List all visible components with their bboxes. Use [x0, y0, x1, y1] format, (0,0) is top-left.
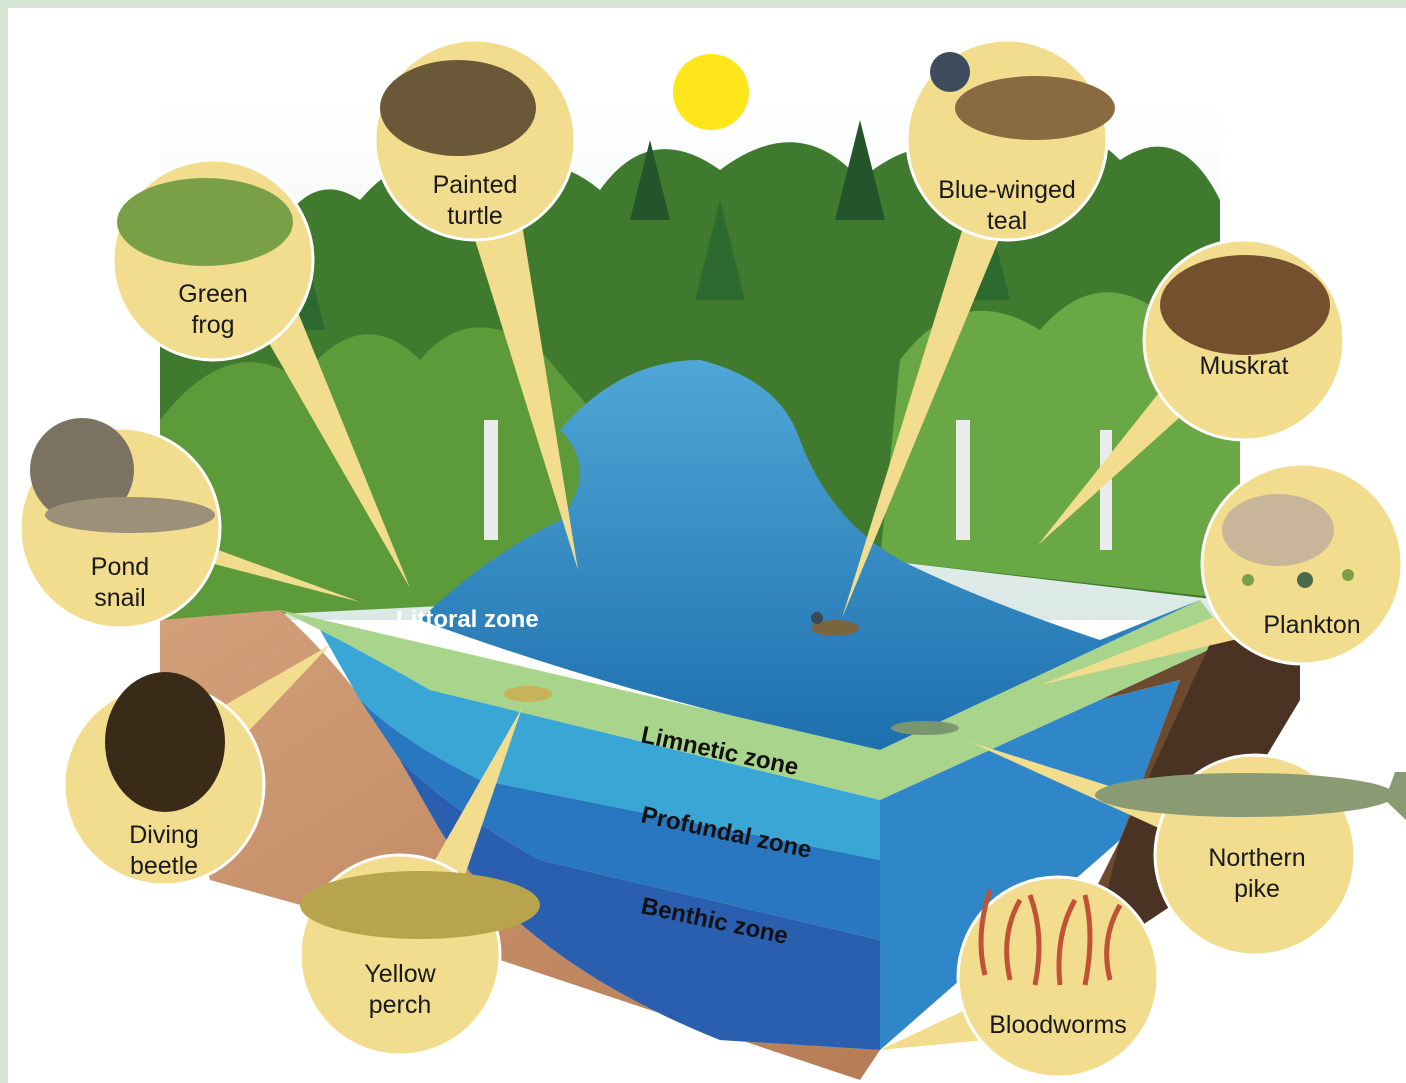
plankton-label: Plankton	[1263, 611, 1360, 639]
yellow-perch-icon	[300, 871, 540, 939]
northern-pike-label-1: Northern	[1208, 844, 1305, 872]
painted-turtle-label-1: Painted	[433, 171, 518, 199]
green-frog-icon	[117, 178, 293, 266]
pike-in-water	[891, 721, 959, 735]
littoral-zone-label: Littoral zone	[396, 606, 539, 633]
blue-winged-teal-label-1: Blue-winged	[938, 176, 1076, 204]
pond-snail-label-2: snail	[94, 584, 145, 612]
callout-bloodworms: Bloodworms	[958, 877, 1158, 1077]
diving-beetle-label-2: beetle	[130, 852, 198, 880]
green-frog-label-1: Green	[178, 280, 247, 308]
northern-pike-label-2: pike	[1234, 875, 1280, 903]
sun-icon	[673, 54, 749, 130]
blue-winged-teal-label-2: teal	[987, 207, 1027, 235]
muskrat-label: Muskrat	[1200, 352, 1289, 380]
muskrat-icon	[1160, 255, 1330, 355]
northern-pike-icon	[1095, 773, 1395, 817]
painted-turtle-icon	[380, 60, 536, 156]
bloodworms-label: Bloodworms	[989, 1011, 1127, 1039]
plankton-icon	[1222, 494, 1334, 566]
green-frog-label-2: frog	[191, 311, 234, 339]
perch-in-water	[504, 686, 552, 702]
diving-beetle-label-1: Diving	[129, 821, 198, 849]
yellow-perch-label-1: Yellow	[364, 960, 436, 988]
blue-winged-teal-icon	[955, 76, 1115, 140]
callout-painted-turtle: Painted turtle	[375, 40, 575, 240]
pond-snail-label-1: Pond	[91, 553, 149, 581]
diving-beetle-icon	[105, 672, 225, 812]
painted-turtle-label-2: turtle	[447, 202, 503, 230]
callout-plankton: Plankton	[1202, 464, 1402, 664]
callout-muskrat: Muskrat	[1144, 240, 1344, 440]
callout-green-frog: Green frog	[113, 160, 313, 360]
yellow-perch-label-2: perch	[369, 991, 432, 1019]
